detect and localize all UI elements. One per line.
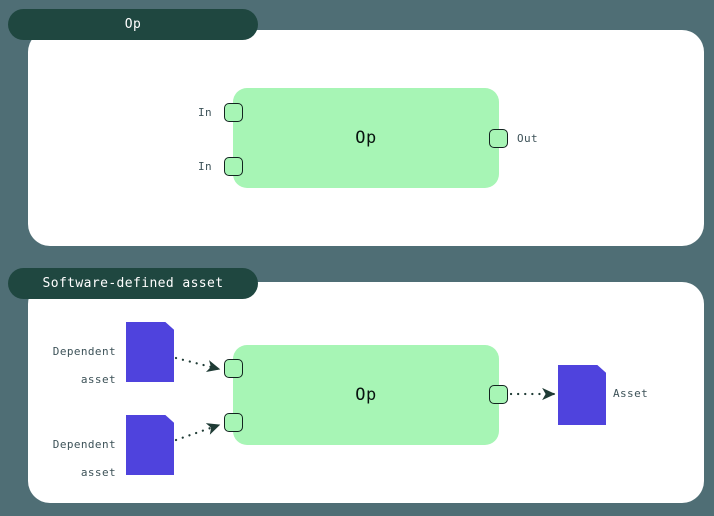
dependent-asset-caption-1-line2: asset	[80, 373, 116, 386]
op-node-bottom-output-connector-1[interactable]	[489, 385, 508, 404]
dependent-asset-caption-1-line1: Dependent	[52, 345, 116, 358]
dependent-asset-caption-2: Dependent asset	[20, 424, 116, 480]
op-node-bottom-label: Op	[355, 385, 377, 405]
panel-tab-software-defined-asset-label: Software-defined asset	[42, 276, 224, 291]
op-node-top-input-label-1: In	[197, 106, 212, 119]
dependent-asset-document-icon-1[interactable]	[126, 322, 174, 382]
op-node-top-label: Op	[355, 128, 377, 148]
op-node-bottom-input-connector-1[interactable]	[224, 359, 243, 378]
dependent-asset-caption-2-line1: Dependent	[52, 438, 116, 451]
panel-tab-software-defined-asset[interactable]: Software-defined asset	[8, 268, 258, 299]
dependent-asset-document-icon-2[interactable]	[126, 415, 174, 475]
op-node-top-output-connector-1[interactable]	[489, 129, 508, 148]
op-node-top-input-connector-2[interactable]	[224, 157, 243, 176]
op-node-bottom-input-connector-2[interactable]	[224, 413, 243, 432]
op-node-bottom[interactable]: Op	[233, 345, 499, 445]
panel-tab-op[interactable]: Op	[8, 9, 258, 40]
asset-document-icon[interactable]	[558, 365, 606, 425]
dependent-asset-caption-1: Dependent asset	[20, 331, 116, 387]
op-node-top-input-label-2: In	[197, 160, 212, 173]
op-node-top-output-label-1: Out	[517, 132, 539, 145]
asset-caption: Asset	[613, 387, 649, 400]
op-node-top[interactable]: Op	[233, 88, 499, 188]
op-node-top-input-connector-1[interactable]	[224, 103, 243, 122]
edge-dependent-asset-2-to-input-2	[174, 423, 221, 442]
edge-dependent-asset-1-to-input-1	[174, 356, 221, 373]
panel-tab-op-label: Op	[124, 17, 142, 32]
dependent-asset-caption-2-line2: asset	[80, 466, 116, 479]
